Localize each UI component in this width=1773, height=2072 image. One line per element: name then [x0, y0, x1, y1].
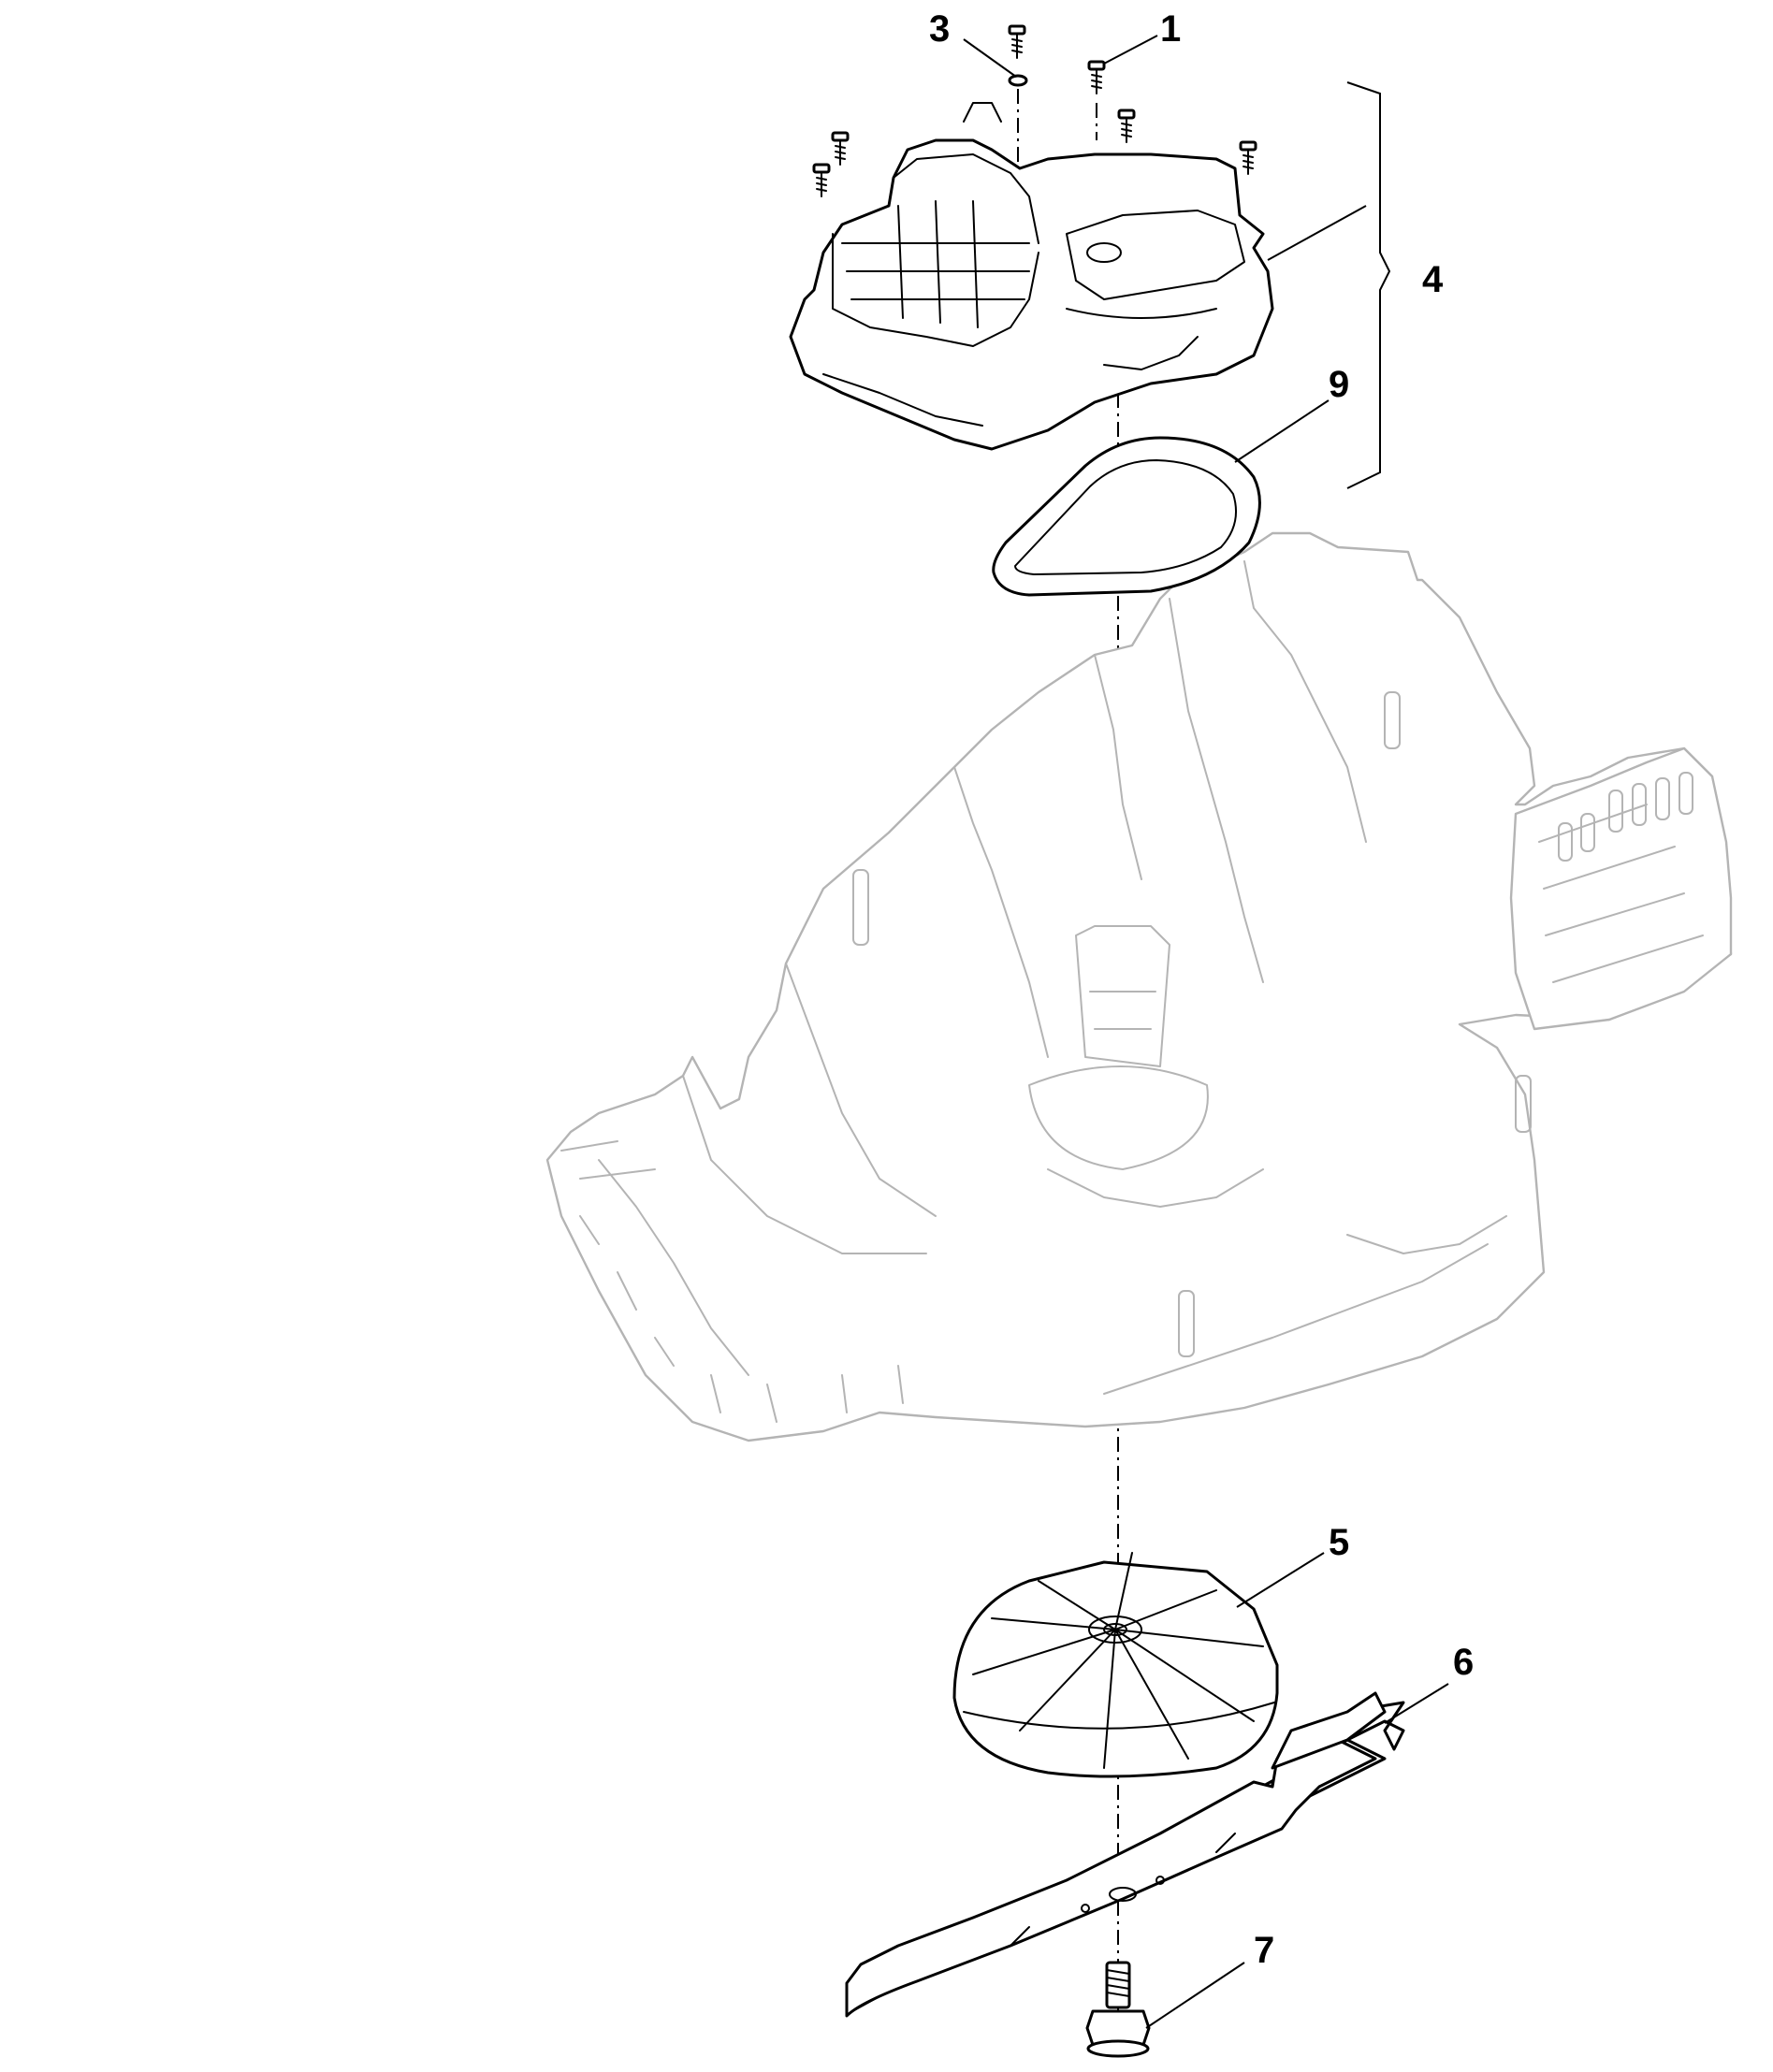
screw-set [812, 24, 1257, 197]
drive-belt [992, 436, 1261, 597]
leader-3 [963, 38, 1017, 78]
assembly-bracket [1346, 81, 1391, 489]
callout-7: 7 [1254, 1930, 1274, 1971]
leader-6 [1384, 1683, 1449, 1724]
callout-3: 3 [929, 8, 950, 50]
screw-icon [831, 131, 850, 166]
deck-housing [545, 531, 1733, 1442]
screw-icon [812, 163, 831, 197]
cutting-blade [845, 1691, 1405, 2018]
callout-9: 9 [1329, 364, 1349, 405]
washer-icon [1008, 74, 1028, 87]
callout-1: 1 [1160, 8, 1181, 50]
blade-bolt [1085, 1961, 1151, 2058]
callout-6: 6 [1453, 1642, 1474, 1683]
leader-1 [1103, 35, 1158, 65]
cooling-fan [952, 1552, 1279, 1778]
screw-icon [1087, 60, 1106, 94]
callout-5: 5 [1329, 1522, 1349, 1563]
rear-flap-slots [1558, 772, 1693, 862]
screw-icon [1008, 24, 1026, 59]
screw-icon [1117, 109, 1136, 143]
leader-5 [1236, 1552, 1325, 1608]
motor-housing-assembly [789, 102, 1274, 451]
callout-4: 4 [1422, 259, 1444, 300]
leader-9 [1234, 399, 1330, 463]
leader-7 [1145, 1962, 1245, 2029]
leader-4 [1267, 205, 1367, 261]
screw-icon [1239, 140, 1257, 175]
